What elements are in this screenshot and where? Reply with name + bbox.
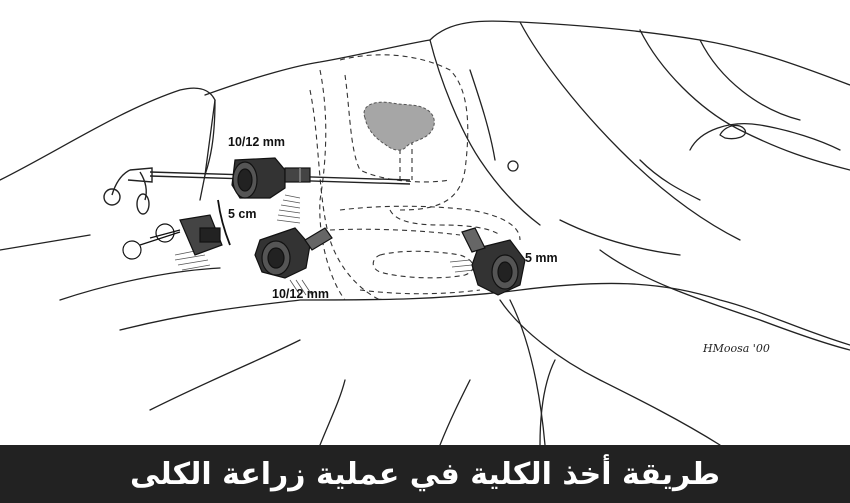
label-incision: 5 cm <box>228 207 257 221</box>
kidney <box>363 101 435 151</box>
label-port-top: 10/12 mm <box>228 135 285 149</box>
port-bottom <box>254 227 333 279</box>
laparoscopic-nephrectomy-illustration: 10/12 mm 5 cm 10/12 mm 5 mm HMoosa '00 <box>0 20 850 445</box>
label-port-right: 5 mm <box>525 251 558 265</box>
label-port-bottom: 10/12 mm <box>272 287 329 301</box>
artist-signature: HMoosa '00 <box>702 342 770 355</box>
body-outline <box>0 87 216 181</box>
port-top <box>231 157 311 199</box>
caption-bar: طريقة أخذ الكلية في عملية زراعة الكلى <box>0 445 850 503</box>
port-right <box>461 227 526 296</box>
caption-text: طريقة أخذ الكلية في عملية زراعة الكلى <box>130 456 720 492</box>
umbilicus <box>507 160 519 172</box>
retractor-clamp <box>122 199 231 260</box>
drape-outline <box>429 20 850 86</box>
organ-outline <box>319 69 346 301</box>
